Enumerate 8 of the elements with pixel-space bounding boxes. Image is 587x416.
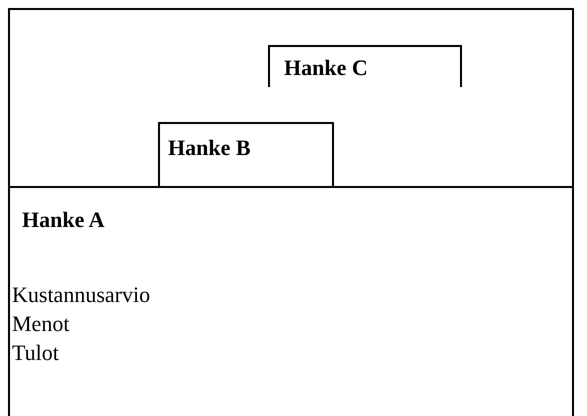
text-line: Menot [12, 310, 70, 338]
text-line: Tulot [12, 339, 59, 367]
tab [158, 122, 334, 188]
text-line: Kustannusarvio [12, 281, 150, 309]
heading: Hanke B [168, 134, 251, 162]
heading: Hanke A [22, 206, 105, 234]
heading: Hanke C [284, 54, 368, 82]
tab [268, 45, 462, 87]
